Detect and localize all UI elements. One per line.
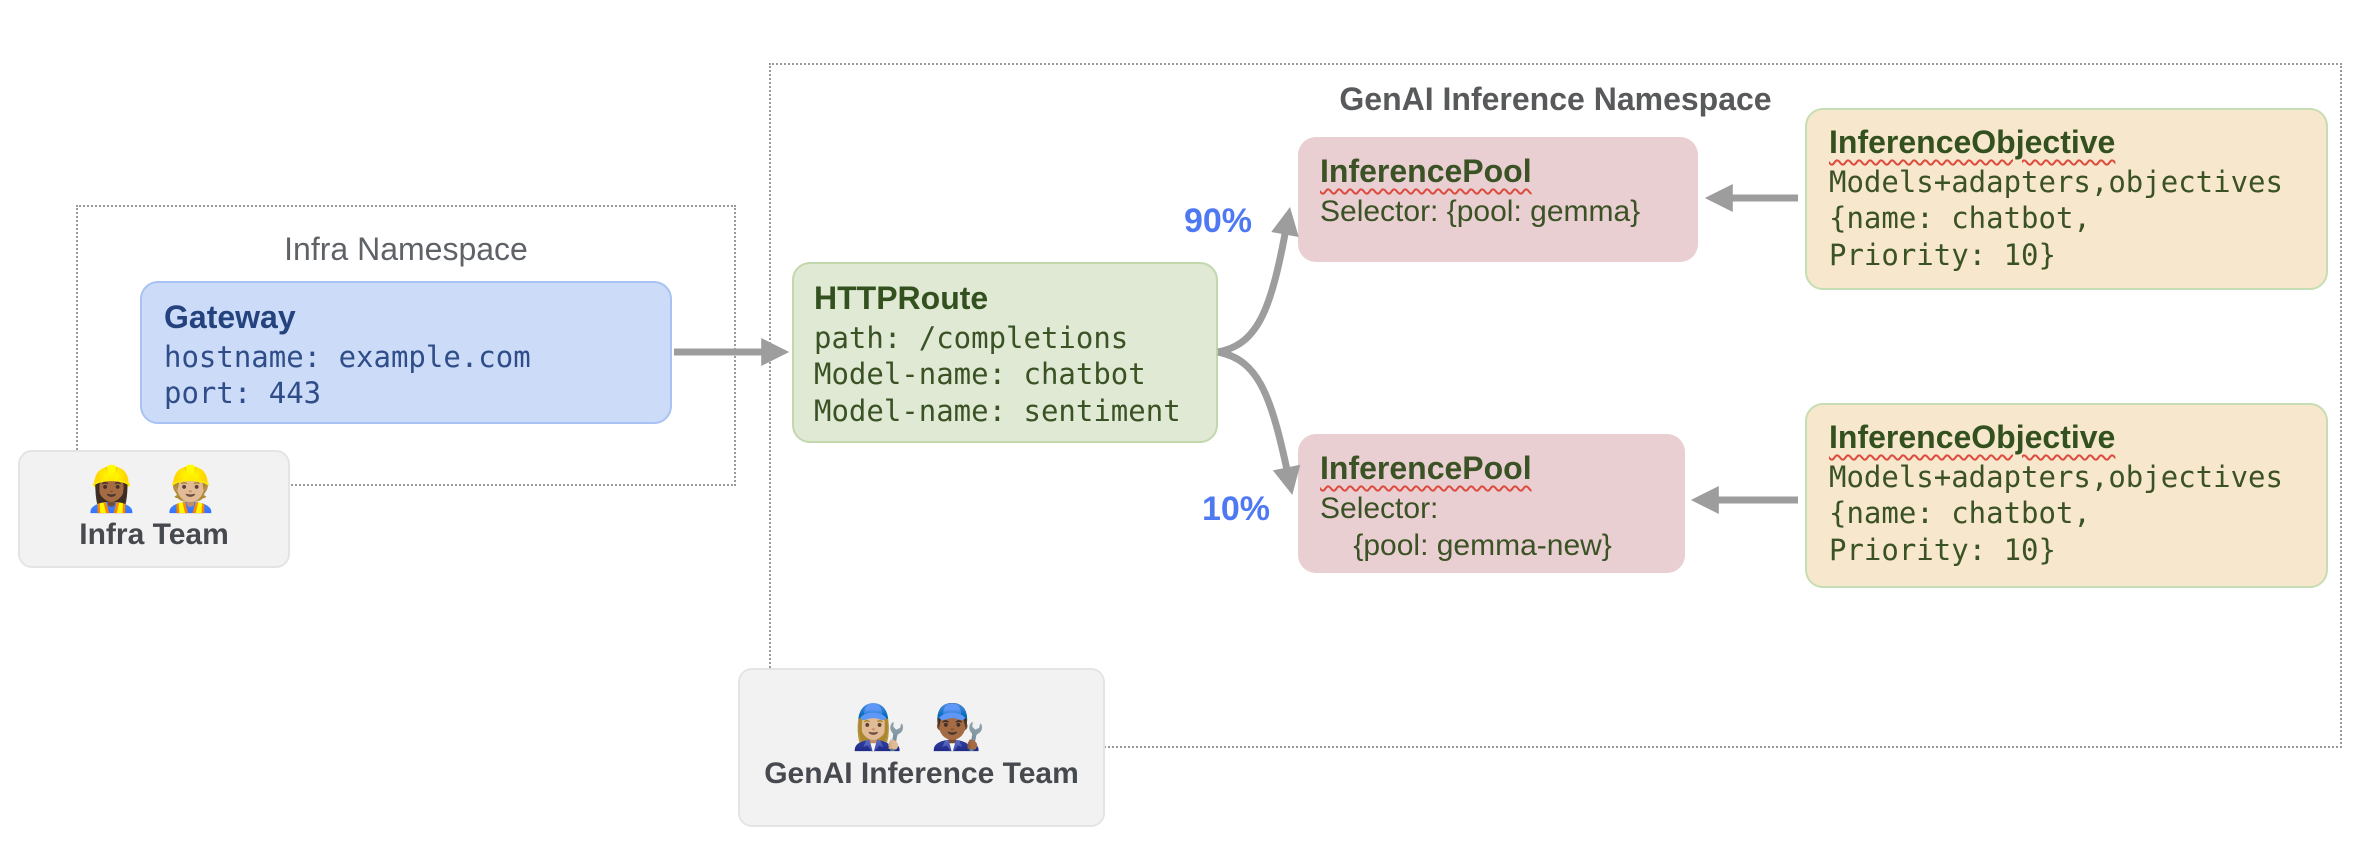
httproute-title: HTTPRoute	[814, 280, 989, 316]
gateway-hostname-line: hostname: example.com	[164, 339, 531, 374]
inference-objective-bottom-name-line: {name: chatbot,	[1829, 496, 2091, 531]
inference-pool-gemma-title: InferencePool	[1320, 153, 1532, 189]
httproute-model-chatbot-line: Model-name: chatbot	[814, 357, 1146, 392]
infra-namespace-box: Infra Namespace	[76, 205, 736, 486]
inference-objective-top-name-line: {name: chatbot,	[1829, 201, 2091, 236]
construction-workers-emoji: 👷🏾‍♀️ 👷🏼	[84, 464, 224, 514]
inference-pool-gemma-new-selector-line: Selector:	[1320, 491, 1439, 525]
traffic-split-90-label: 90%	[1183, 202, 1252, 240]
inference-objective-bottom-title: InferenceObjective	[1829, 419, 2116, 455]
inference-pool-gemma-selector-line: Selector: {pool: gemma}	[1320, 194, 1641, 228]
infra-namespace-title: Infra Namespace	[284, 231, 528, 267]
genai-namespace-title: GenAI Inference Namespace	[1339, 81, 1772, 117]
httproute-model-sentiment-line: Model-name: sentiment	[814, 393, 1181, 428]
inference-objective-top-models-line: Models+adapters,objectives	[1829, 164, 2283, 199]
infra-team-card: 👷🏾‍♀️ 👷🏼 Infra Team	[18, 450, 290, 568]
gateway-title: Gateway	[164, 299, 296, 335]
traffic-split-10-label: 10%	[1201, 490, 1270, 528]
mechanics-emoji: 👩🏼‍🔧 👨🏾‍🔧	[851, 703, 992, 753]
inference-pool-gemma-node: InferencePool Selector: {pool: gemma}	[1298, 137, 1698, 262]
inference-objective-top-node: InferenceObjective Models+adapters,objec…	[1805, 108, 2328, 290]
gateway-node: Gateway hostname: example.com port: 443	[140, 281, 672, 424]
inference-pool-gemma-new-selector-value-line: {pool: gemma-new}	[1320, 529, 1612, 563]
inference-objective-bottom-priority-line: Priority: 10}	[1829, 532, 2056, 567]
gateway-port-line: port: 443	[164, 376, 322, 411]
inference-pool-gemma-new-node: InferencePool Selector: {pool: gemma-new…	[1298, 434, 1685, 573]
httproute-node: HTTPRoute path: /completions Model-name:…	[792, 262, 1218, 443]
inference-objective-bottom-models-line: Models+adapters,objectives	[1829, 459, 2283, 494]
inference-objective-top-priority-line: Priority: 10}	[1829, 237, 2056, 272]
httproute-path-line: path: /completions	[814, 320, 1129, 355]
genai-namespace-box: GenAI Inference Namespace	[769, 63, 2342, 748]
inference-objective-top-title: InferenceObjective	[1829, 124, 2116, 160]
inference-pool-gemma-new-title: InferencePool	[1320, 450, 1532, 486]
inference-objective-bottom-node: InferenceObjective Models+adapters,objec…	[1805, 403, 2328, 588]
infra-team-label: Infra Team	[79, 518, 229, 552]
genai-team-card: 👩🏼‍🔧 👨🏾‍🔧 GenAI Inference Team	[738, 668, 1105, 827]
genai-team-label: GenAI Inference Team	[764, 756, 1079, 790]
